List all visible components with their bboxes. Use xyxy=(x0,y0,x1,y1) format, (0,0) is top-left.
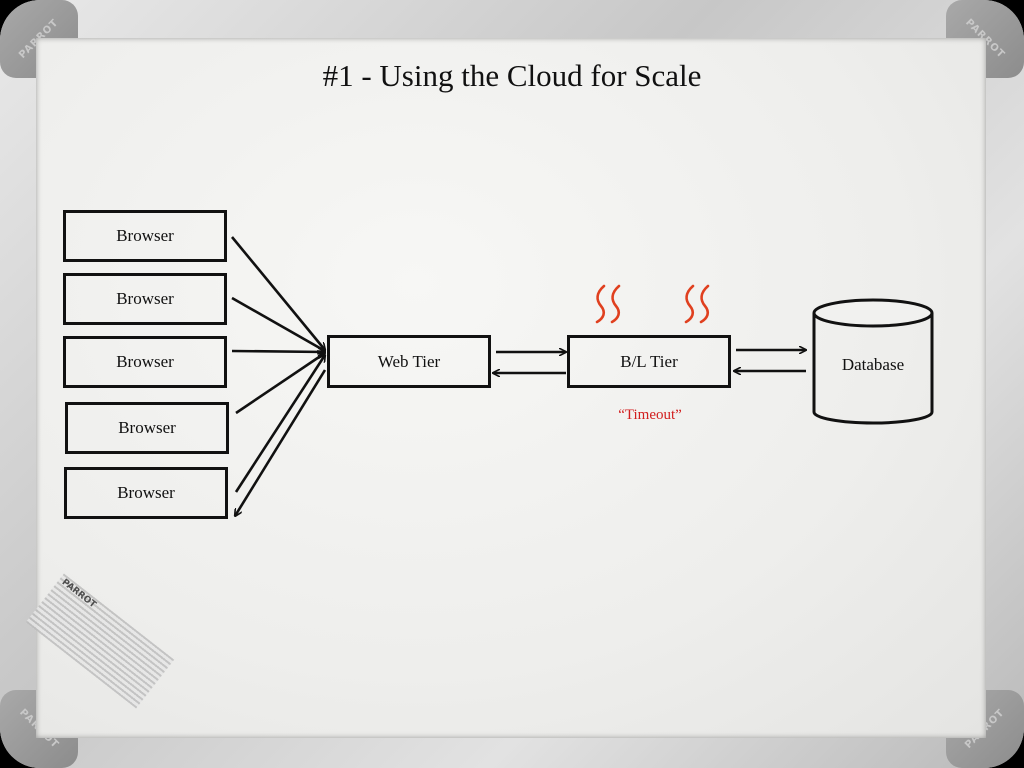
heat-icon xyxy=(595,284,710,324)
arrow-browser5-to-web xyxy=(234,355,325,493)
browser-box-2: Browser xyxy=(63,273,227,325)
timeout-label: “Timeout” xyxy=(618,407,682,423)
arrow-web-to-browser5 xyxy=(235,369,327,516)
browser-box-1: Browser xyxy=(63,210,227,262)
browser-box-4: Browser xyxy=(65,402,229,454)
arrow-browser2-to-web xyxy=(231,296,325,351)
web-tier-box: Web Tier xyxy=(327,335,491,388)
arrow-browser1-to-web xyxy=(230,236,325,350)
whiteboard-surface xyxy=(36,38,986,738)
bl-tier-box: B/L Tier xyxy=(567,335,731,388)
database-label: Database xyxy=(841,355,905,374)
page-title: #1 - Using the Cloud for Scale xyxy=(322,58,702,93)
browser-box-3: Browser xyxy=(63,336,227,388)
browser-box-5: Browser xyxy=(64,467,228,519)
arrow-browser4-to-web xyxy=(235,353,325,415)
arrow-browser3-to-web xyxy=(231,351,325,352)
database-cylinder xyxy=(812,298,934,425)
